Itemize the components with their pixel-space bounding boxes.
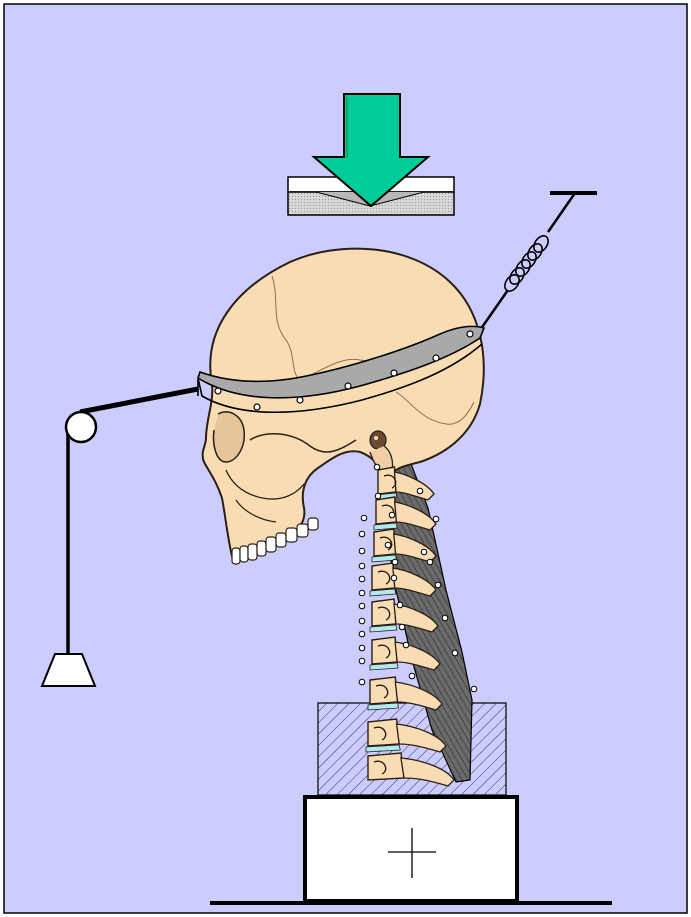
- marker-dot: [374, 464, 380, 470]
- marker-dot: [397, 602, 403, 608]
- marker-dot: [471, 686, 477, 692]
- marker-dot: [409, 673, 415, 679]
- marker-dot: [385, 542, 391, 548]
- marker-dot: [417, 488, 423, 494]
- marker-dot: [389, 512, 395, 518]
- marker-dot: [435, 582, 441, 588]
- load-cell: [305, 797, 517, 901]
- marker-dot: [399, 624, 405, 630]
- marker-dot: [375, 493, 381, 499]
- marker-dot: [391, 575, 397, 581]
- marker-dot: [359, 645, 365, 651]
- marker-dot: [359, 576, 365, 582]
- marker-dot: [359, 590, 365, 596]
- marker-dot: [361, 515, 367, 521]
- marker-dot: [359, 531, 365, 537]
- marker-dot: [442, 615, 448, 621]
- fixture-block: [318, 703, 506, 795]
- marker-dot: [403, 642, 409, 648]
- marker-dot: [433, 516, 439, 522]
- marker-dot: [427, 559, 433, 565]
- marker-dot: [452, 650, 458, 656]
- marker-dot: [359, 563, 365, 569]
- marker-dot: [359, 679, 365, 685]
- marker-dot: [359, 548, 365, 554]
- marker-dot: [421, 549, 427, 555]
- marker-dot: [359, 618, 365, 624]
- marker-dot: [359, 658, 365, 664]
- marker-dot: [359, 631, 365, 637]
- marker-dot: [359, 603, 365, 609]
- marker-dot: [392, 559, 398, 565]
